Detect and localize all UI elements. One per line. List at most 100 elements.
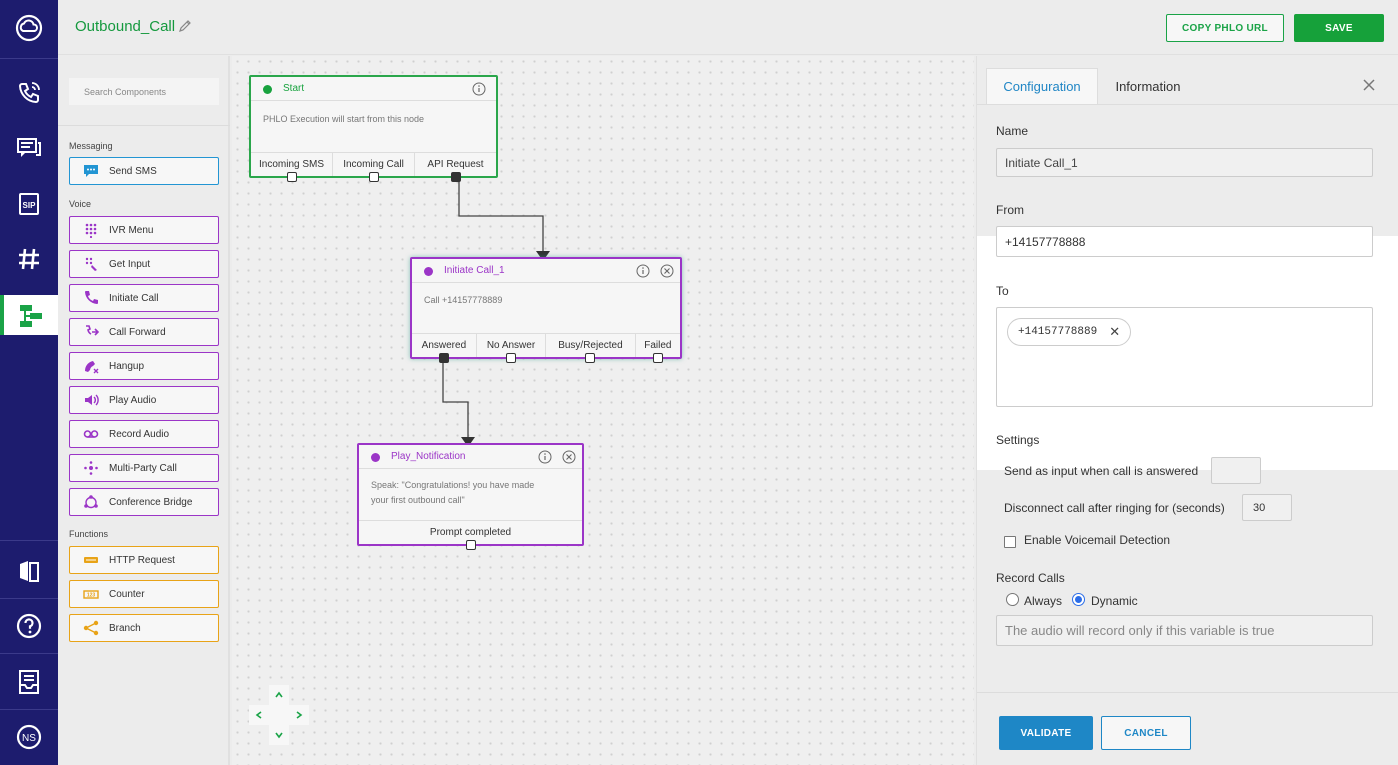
component-http-request[interactable]: HTTP Request [69, 546, 219, 574]
port-prompt-completed[interactable]: Prompt completed [359, 521, 582, 550]
counter-icon: 123 [83, 586, 99, 602]
component-label: Hangup [109, 360, 145, 372]
call-forward-icon [83, 324, 99, 340]
component-label: Conference Bridge [109, 496, 193, 508]
record-dynamic-radio[interactable] [1072, 593, 1085, 606]
port-incoming-call[interactable]: Incoming Call [332, 153, 414, 182]
validate-button[interactable]: VALIDATE [999, 716, 1093, 750]
component-conference-bridge[interactable]: Conference Bridge [69, 488, 219, 516]
info-icon[interactable] [472, 82, 486, 96]
component-multi-party-call[interactable]: Multi-Party Call [69, 454, 219, 482]
tab-configuration[interactable]: Configuration [986, 68, 1098, 104]
send-input-label: Send as input when call is answered [1004, 464, 1199, 478]
component-label: Counter [109, 588, 145, 600]
account-icon[interactable]: NS [0, 711, 58, 763]
disconnect-seconds-field[interactable]: 30 [1242, 494, 1292, 521]
component-play-audio[interactable]: Play Audio [69, 386, 219, 414]
phlo-flow-icon[interactable] [0, 295, 58, 335]
pan-down-button[interactable] [269, 725, 289, 745]
port-handle[interactable] [585, 353, 596, 363]
component-label: Call Forward [109, 326, 166, 338]
inbox-icon[interactable] [0, 656, 58, 708]
port-handle[interactable] [465, 540, 476, 550]
node-header: Initiate Call_1 [412, 259, 680, 283]
info-icon[interactable] [636, 264, 650, 278]
messages-icon[interactable] [0, 122, 58, 174]
node-header: Start [251, 77, 496, 101]
play-notification-node[interactable]: Play_Notification Speak: "Congratulation… [357, 443, 584, 550]
help-icon[interactable] [0, 600, 58, 652]
delete-node-icon[interactable] [660, 264, 674, 278]
sip-icon[interactable]: SIP [0, 178, 58, 230]
remove-chip-icon[interactable]: ✕ [1109, 324, 1121, 339]
component-label: Multi-Party Call [109, 462, 177, 474]
input-keypad-icon [83, 256, 99, 272]
component-record-audio[interactable]: Record Audio [69, 420, 219, 448]
port-answered[interactable]: Answered [412, 334, 476, 363]
component-branch[interactable]: Branch [69, 614, 219, 642]
hash-icon[interactable] [0, 233, 58, 285]
search-components-input[interactable] [69, 78, 219, 105]
pan-up-button[interactable] [269, 685, 289, 705]
save-button[interactable]: SAVE [1294, 14, 1384, 42]
port-handle[interactable] [438, 353, 449, 363]
port-label: Incoming Call [343, 159, 404, 170]
divider [58, 125, 230, 126]
svg-text:123: 123 [87, 593, 96, 599]
pan-right-button[interactable] [289, 705, 309, 725]
component-call-forward[interactable]: Call Forward [69, 318, 219, 346]
port-failed[interactable]: Failed [634, 334, 680, 363]
port-label: No Answer [486, 340, 536, 351]
component-initiate-call[interactable]: Initiate Call [69, 284, 219, 312]
configuration-panel: Configuration Information Name Initiate … [976, 56, 1398, 765]
voicemail-detection-label: Enable Voicemail Detection [1024, 533, 1171, 547]
port-handle[interactable] [652, 353, 663, 363]
port-incoming-sms[interactable]: Incoming SMS [251, 153, 332, 182]
keypad-icon [83, 222, 99, 238]
port-label: Busy/Rejected [558, 340, 623, 351]
flow-canvas[interactable]: Start PHLO Execution will start from thi… [232, 56, 974, 765]
logo-icon[interactable] [0, 2, 58, 54]
cancel-button[interactable]: CANCEL [1101, 716, 1191, 750]
start-node[interactable]: Start PHLO Execution will start from thi… [249, 75, 498, 182]
port-label: API Request [427, 159, 484, 170]
component-palette: Messaging Send SMS Voice IVR Menu Get In… [58, 56, 230, 765]
port-busy-rejected[interactable]: Busy/Rejected [545, 334, 635, 363]
port-handle[interactable] [286, 172, 297, 182]
record-condition-input[interactable]: The audio will record only if this varia… [996, 615, 1373, 646]
component-counter[interactable]: 123 Counter [69, 580, 219, 608]
from-field[interactable]: +14157778888 [996, 226, 1373, 257]
component-get-input[interactable]: Get Input [69, 250, 219, 278]
port-no-answer[interactable]: No Answer [475, 334, 545, 363]
chevron-left-icon [255, 711, 262, 719]
tab-information[interactable]: Information [1115, 78, 1181, 94]
voicemail-detection-checkbox[interactable] [1004, 536, 1016, 548]
to-field[interactable]: +14157778889 ✕ [996, 307, 1373, 407]
close-icon[interactable] [1362, 78, 1376, 92]
pencil-icon[interactable] [178, 19, 192, 33]
record-always-radio[interactable] [1006, 593, 1019, 606]
name-field[interactable]: Initiate Call_1 [996, 148, 1373, 177]
svg-text:NS: NS [22, 733, 36, 744]
port-label: Answered [421, 340, 467, 351]
info-icon[interactable] [538, 450, 552, 464]
description-line: Speak: "Congratulations! you have made [371, 480, 535, 490]
component-hangup[interactable]: Hangup [69, 352, 219, 380]
component-send-sms[interactable]: Send SMS [69, 157, 219, 185]
pan-left-button[interactable] [249, 705, 269, 725]
pan-center-button[interactable] [269, 705, 289, 725]
port-handle[interactable] [450, 172, 461, 182]
node-title: Initiate Call_1 [444, 265, 505, 276]
port-handle[interactable] [505, 353, 516, 363]
port-api-request[interactable]: API Request [414, 153, 496, 182]
delete-node-icon[interactable] [562, 450, 576, 464]
copy-phlo-url-button[interactable]: COPY PHLO URL [1166, 14, 1284, 42]
phone-icon[interactable] [0, 67, 58, 119]
docs-icon[interactable] [0, 545, 58, 597]
node-description: Call +14157778889 [424, 295, 503, 305]
initiate-call-node[interactable]: Initiate Call_1 Call +14157778889 Answer… [410, 257, 682, 363]
chevron-right-icon [296, 711, 303, 719]
port-handle[interactable] [368, 172, 379, 182]
component-ivr-menu[interactable]: IVR Menu [69, 216, 219, 244]
send-input-field[interactable] [1211, 457, 1261, 484]
